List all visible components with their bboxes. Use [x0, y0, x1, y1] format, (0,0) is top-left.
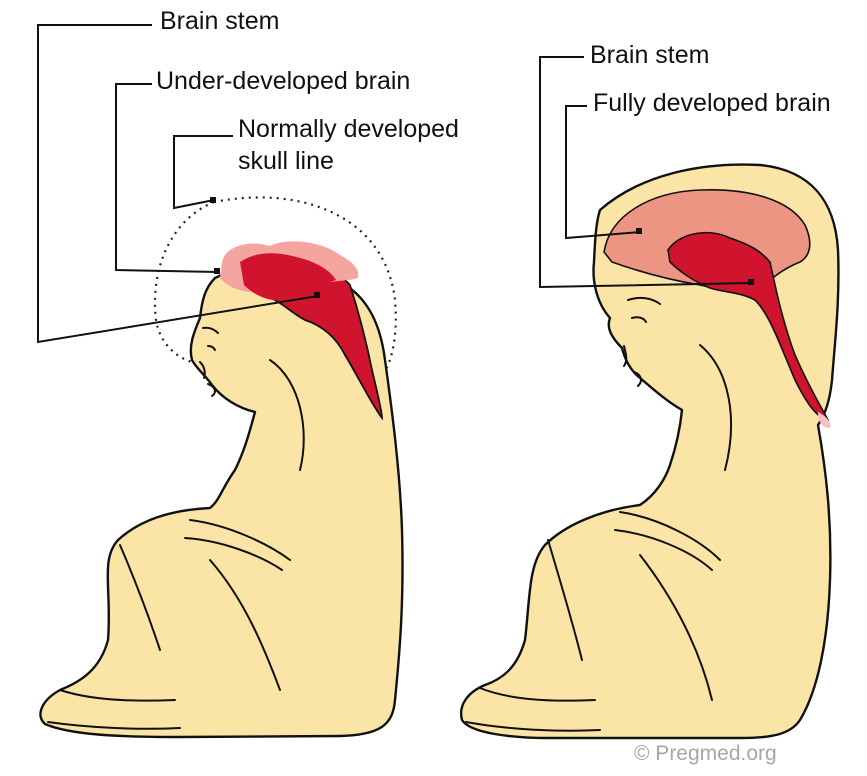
label-left-brain-stem: Brain stem — [160, 6, 279, 36]
leader-left-under-developed-brain — [116, 84, 218, 272]
label-under-developed-brain: Under-developed brain — [156, 66, 410, 96]
watermark-text: © Pregmed.org — [634, 742, 777, 766]
label-normal-skull-line-2: skull line — [238, 146, 334, 176]
left-fetus — [40, 197, 402, 737]
leader-left-skull-line — [174, 136, 233, 208]
right-fetus — [461, 165, 838, 738]
label-normal-skull-line-1: Normally developed — [238, 114, 459, 144]
label-fully-developed-brain: Fully developed brain — [593, 88, 831, 118]
label-right-brain-stem: Brain stem — [590, 40, 709, 70]
